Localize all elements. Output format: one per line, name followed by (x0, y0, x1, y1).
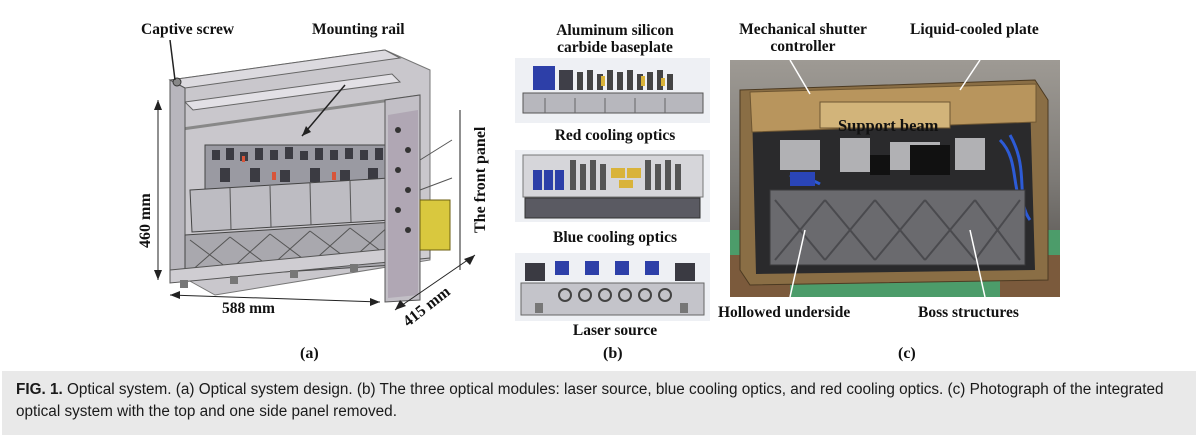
laser-source-module (515, 253, 710, 321)
label-laser-source: Laser source (572, 322, 658, 339)
label-baseplate-line2: carbide baseplate (557, 39, 673, 56)
caption-figure-label: FIG. 1. (16, 381, 63, 398)
sublabel-b: (b) (603, 345, 623, 362)
label-width-dimension: 588 mm (222, 300, 275, 317)
label-height-dimension: 460 mm (137, 193, 154, 248)
figure: Captive screw Mounting rail The front pa… (137, 21, 1060, 362)
label-front-panel: The front panel (472, 126, 489, 233)
label-red-cooling-optics: Red cooling optics (554, 127, 676, 144)
label-captive-screw: Captive screw (141, 21, 235, 38)
optical-system-cad-render (154, 40, 476, 311)
red-cooling-optics-module (515, 58, 710, 123)
label-baseplate-line1: Aluminum silicon (556, 22, 674, 39)
label-mechanical-shutter-line1: Mechanical shutter (739, 21, 867, 38)
label-boss-structures: Boss structures (918, 304, 1019, 321)
sublabel-a: (a) (300, 345, 319, 362)
label-hollowed-underside: Hollowed underside (718, 304, 851, 321)
label-liquid-cooled-plate: Liquid-cooled plate (910, 21, 1039, 38)
label-baseplate: Aluminum silicon carbide baseplate (517, 22, 713, 56)
integrated-optical-system-photo (730, 60, 1060, 297)
label-support-beam: Support beam (838, 116, 939, 135)
caption-text: Optical system. (a) Optical system desig… (16, 381, 1164, 420)
figure-caption: FIG. 1. Optical system. (a) Optical syst… (2, 371, 1196, 435)
label-mechanical-shutter: Mechanical shutter controller (726, 21, 880, 55)
label-mounting-rail: Mounting rail (312, 21, 405, 38)
blue-cooling-optics-module (515, 150, 710, 222)
sublabel-c: (c) (898, 345, 916, 362)
label-mechanical-shutter-line2: controller (770, 38, 836, 55)
label-blue-cooling-optics: Blue cooling optics (552, 229, 677, 246)
